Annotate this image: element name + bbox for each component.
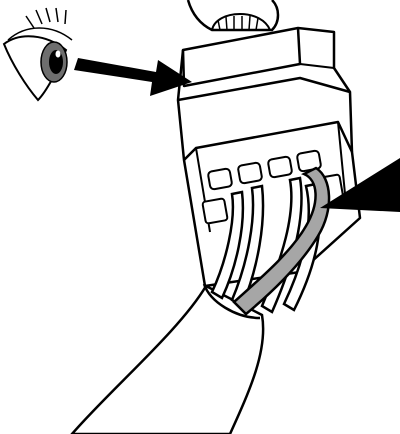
arrow-right-icon — [74, 58, 192, 96]
eye-icon — [4, 8, 72, 100]
terminal-slot — [208, 168, 233, 190]
connector-housing — [178, 28, 360, 286]
connector-cap — [188, 0, 278, 30]
terminal-slot — [202, 198, 227, 223]
terminal-slot — [268, 156, 293, 178]
cable-sheath — [72, 286, 263, 434]
terminal-slot — [238, 162, 263, 184]
